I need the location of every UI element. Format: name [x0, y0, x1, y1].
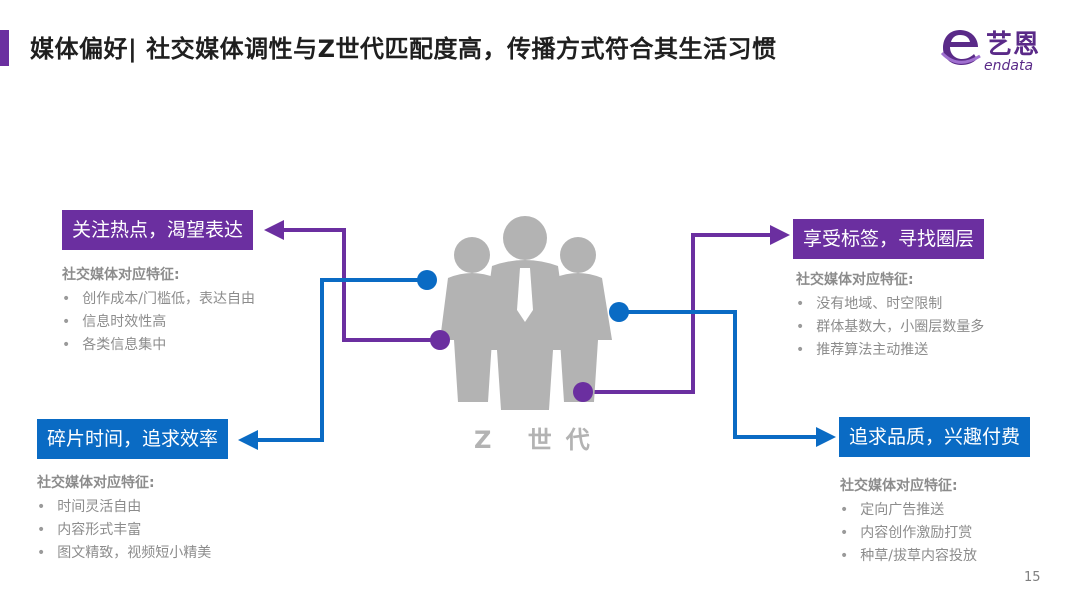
features-bottom-left: 社交媒体对应特征: 时间灵活自由 内容形式丰富 图文精致，视频短小精美: [37, 472, 211, 565]
list-item: 图文精致，视频短小精美: [37, 542, 211, 565]
title-accent-bar: [0, 30, 9, 66]
connector-dot-purple-right: [573, 382, 593, 402]
endata-logo-icon: [940, 30, 981, 65]
list-item: 没有地域、时空限制: [796, 293, 984, 316]
list-item: 时间灵活自由: [37, 496, 211, 519]
features-top-left: 社交媒体对应特征: 创作成本/门槛低，表达自由 信息时效性高 各类信息集中: [62, 264, 255, 357]
list-item: 种草/拔草内容投放: [840, 545, 977, 568]
list-item: 各类信息集中: [62, 334, 255, 357]
connector-bottom-right: [619, 310, 836, 447]
people-group-icon: [440, 216, 612, 410]
box-fragmented-time: 碎片时间，追求效率: [37, 419, 229, 459]
list-item: 内容形式丰富: [37, 519, 211, 542]
list-item: 群体基数大，小圈层数量多: [796, 316, 984, 339]
logo-chinese-text: 艺恩: [986, 30, 1041, 60]
features-bottom-right: 社交媒体对应特征: 定向广告推送 内容创作激励打赏 种草/拔草内容投放: [840, 475, 977, 568]
list-item: 创作成本/门槛低，表达自由: [62, 288, 255, 311]
connector-dot-purple-left: [430, 330, 450, 350]
page-title: 媒体偏好| 社交媒体调性与Z世代匹配度高，传播方式符合其生活习惯: [30, 35, 777, 63]
box-tags-circles: 享受标签，寻找圈层: [793, 219, 985, 259]
endata-logo: 艺恩 endata: [938, 22, 1058, 78]
z-generation-label: Z 世代: [474, 426, 604, 454]
features-top-right: 社交媒体对应特征: 没有地域、时空限制 群体基数大，小圈层数量多 推荐算法主动推…: [796, 269, 984, 362]
connector-dot-blue-right: [609, 302, 629, 322]
connector-top-left: [264, 220, 440, 342]
connector-dot-blue-left: [417, 270, 437, 290]
list-item: 内容创作激励打赏: [840, 522, 977, 545]
page-number: 15: [1024, 570, 1041, 585]
feature-title: 社交媒体对应特征:: [37, 475, 155, 491]
logo-english-text: endata: [984, 58, 1034, 74]
box-hotspot-expression: 关注热点，渴望表达: [62, 210, 254, 250]
list-item: 信息时效性高: [62, 311, 255, 334]
feature-title: 社交媒体对应特征:: [796, 272, 914, 288]
list-item: 定向广告推送: [840, 499, 977, 522]
feature-title: 社交媒体对应特征:: [62, 267, 180, 283]
connector-bottom-left: [238, 278, 427, 450]
feature-title: 社交媒体对应特征:: [840, 478, 958, 494]
box-quality-interest: 追求品质，兴趣付费: [839, 417, 1031, 457]
list-item: 推荐算法主动推送: [796, 339, 984, 362]
